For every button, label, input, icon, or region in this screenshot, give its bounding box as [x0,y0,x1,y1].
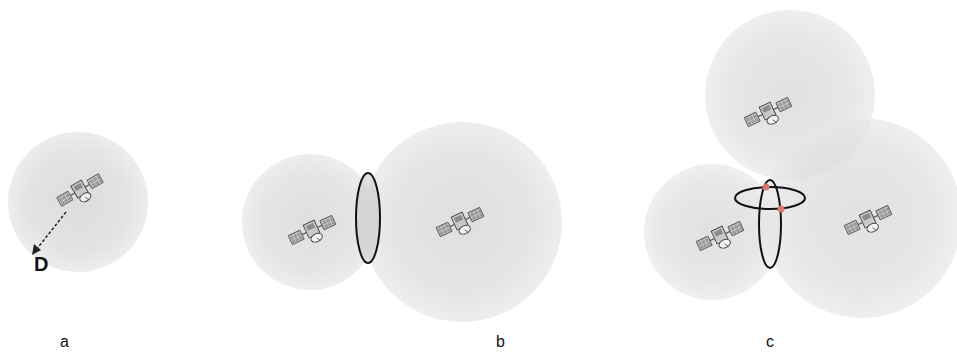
intersection-point [778,206,785,213]
satellite [695,219,747,258]
panel-letter: c [766,334,774,350]
panel-letter: a [60,334,69,350]
range-sphere [8,132,148,272]
satellite [843,203,895,242]
distance-arrow [36,212,66,250]
intersection-circle [356,173,380,263]
intersection-circle [759,180,781,268]
satellite [435,205,487,244]
panel-letter: b [496,334,505,350]
satellite [743,95,795,134]
panel-a [8,132,148,272]
panel-b [242,122,562,322]
range-sphere [762,118,957,318]
range-sphere [362,122,562,322]
distance-label: D [34,254,48,274]
range-sphere [644,164,780,300]
panel-c [644,10,957,318]
intersection-point [763,184,770,191]
satellite [55,171,107,213]
intersection-circle [735,187,805,209]
satellite [287,213,339,252]
